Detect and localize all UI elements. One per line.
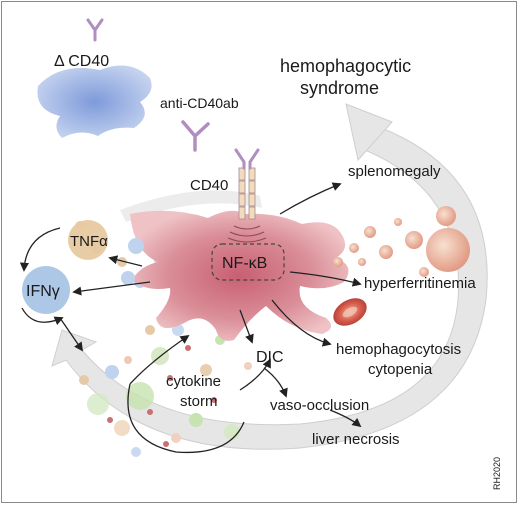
title-line-2: syndrome	[300, 78, 379, 98]
cytopenia-label: cytopenia	[368, 361, 433, 378]
anti-cd40-antibody-icon	[181, 120, 210, 152]
hyperferritinemia-label: hyperferritinemia	[364, 275, 476, 292]
delta-cd40-label: Δ CD40	[54, 53, 109, 70]
arrows	[19, 182, 362, 454]
storm-label: storm	[180, 393, 218, 410]
hemophagocytosis-label: hemophagocytosis	[336, 341, 461, 358]
cd40-label: CD40	[190, 177, 228, 194]
antibody-icon	[86, 18, 104, 42]
splenomegaly-label: splenomegaly	[348, 163, 441, 180]
ferritin-particles	[333, 206, 470, 277]
nfkb-label: NF-κB	[222, 255, 267, 272]
tnf-circle	[68, 220, 108, 260]
cd40-receptor	[227, 148, 267, 243]
ifn-circle	[22, 266, 70, 314]
inactive-cell	[37, 65, 152, 138]
liver-necrosis-label: liver necrosis	[312, 431, 400, 448]
cycle-arrow	[51, 103, 488, 450]
credit-label: RH2020	[492, 457, 502, 490]
tnf-label: TNFα	[70, 233, 108, 250]
macrophage-cell	[130, 210, 349, 341]
title-line-1: hemophagocytic	[280, 56, 411, 76]
anti-cd40ab-label: anti-CD40ab	[160, 95, 239, 111]
vaso-occlusion-label: vaso-occlusion	[270, 397, 369, 414]
cytokine-label: cytokine	[166, 373, 221, 390]
dic-label: DIC	[256, 349, 284, 366]
ifn-label: IFNγ	[26, 283, 60, 300]
